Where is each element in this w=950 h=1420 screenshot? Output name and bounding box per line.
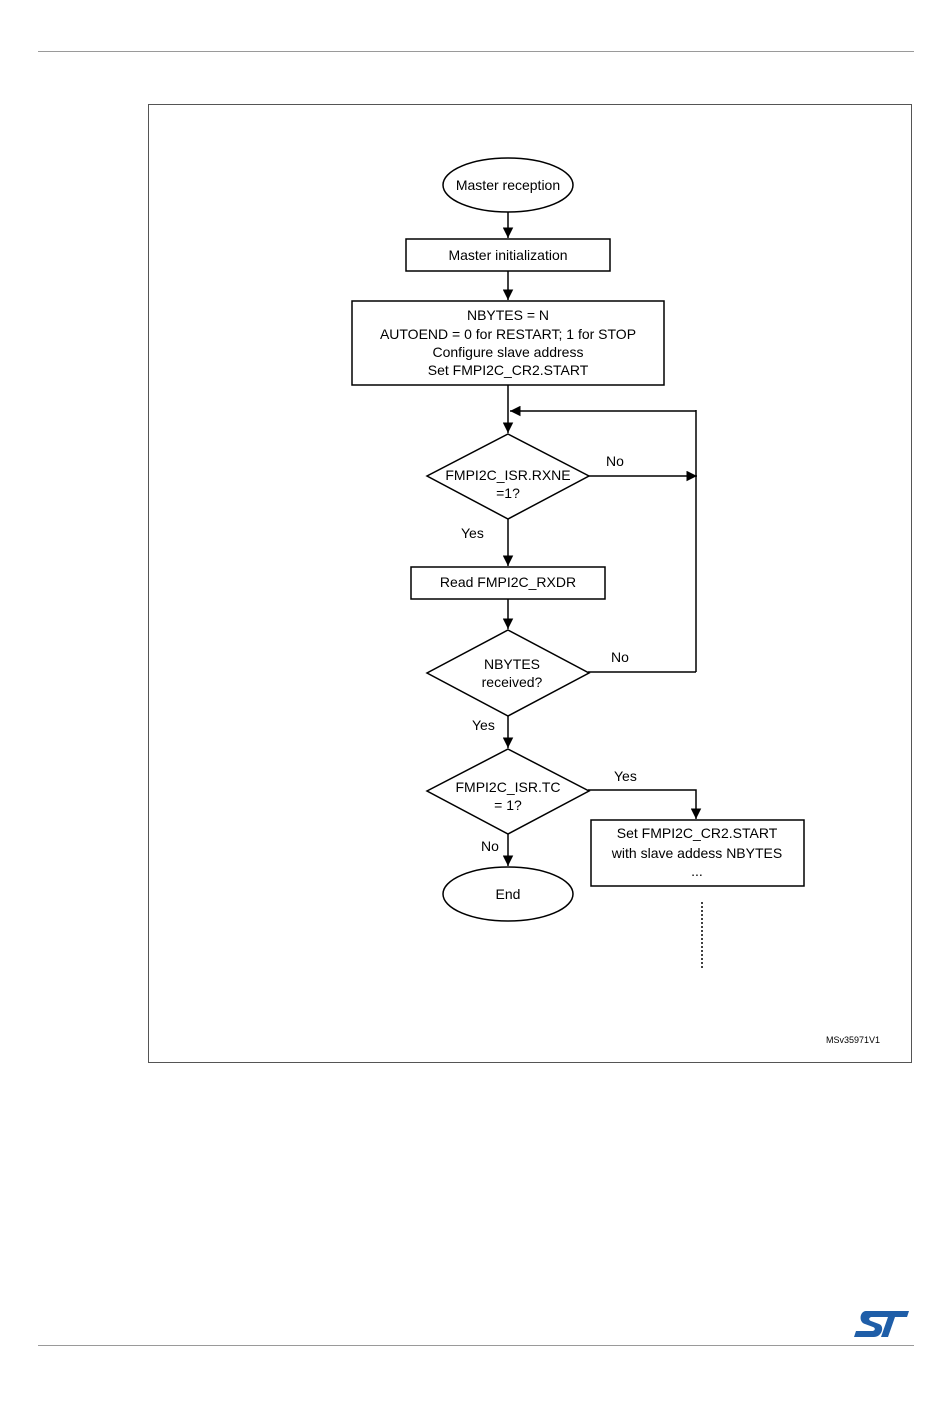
nbytes-line-2: received? [482, 674, 543, 690]
restart-line-3: ... [691, 863, 703, 879]
init-label: Master initialization [448, 247, 567, 263]
tc-line-1: FMPI2C_ISR.TC [455, 779, 560, 795]
tc-yes-label: Yes [614, 768, 637, 784]
config-line-4: Set FMPI2C_CR2.START [428, 362, 589, 378]
footer-rule [38, 1345, 914, 1346]
st-logo-icon [852, 1308, 910, 1340]
restart-line-1: Set FMPI2C_CR2.START [617, 825, 778, 841]
start-label: Master reception [456, 177, 560, 193]
nbytes-yes-label: Yes [472, 717, 495, 733]
config-line-2: AUTOEND = 0 for RESTART; 1 for STOP [380, 326, 636, 342]
tc-line-2: = 1? [494, 797, 522, 813]
config-line-1: NBYTES = N [467, 307, 549, 323]
nbytes-decision [427, 630, 589, 716]
edge-tc-yes [588, 790, 696, 819]
rxne-line-2: =1? [496, 485, 520, 501]
tc-no-label: No [481, 838, 499, 854]
nbytes-line-1: NBYTES [484, 656, 540, 672]
end-label: End [496, 886, 521, 902]
rxne-yes-label: Yes [461, 525, 484, 541]
nbytes-no-label: No [611, 649, 629, 665]
read-label: Read FMPI2C_RXDR [440, 574, 576, 590]
figure-id: MSv35971V1 [826, 1035, 880, 1045]
config-line-3: Configure slave address [433, 344, 584, 360]
rxne-line-1: FMPI2C_ISR.RXNE [445, 467, 570, 483]
rxne-no-label: No [606, 453, 624, 469]
restart-line-2: with slave addess NBYTES [611, 845, 782, 861]
